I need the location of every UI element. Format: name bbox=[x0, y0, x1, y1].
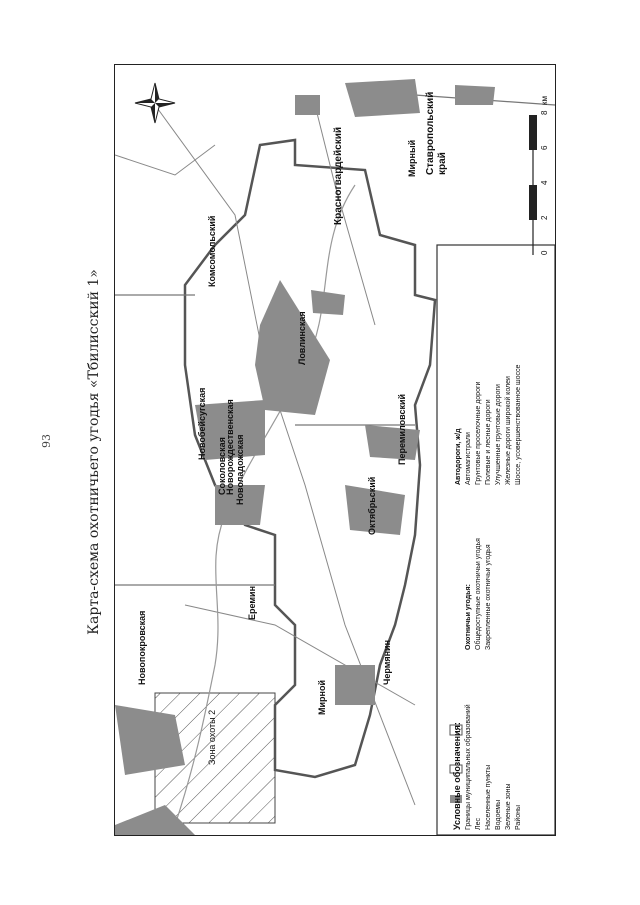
hunting-ground-boundary bbox=[183, 138, 437, 779]
map-canvas: МирныйКомсомольскийЛовлинскаяНовобейсугс… bbox=[115, 79, 555, 835]
legend-item-4: Водоемы bbox=[495, 800, 502, 830]
hatched-zone-label: Зона охоты 2 bbox=[207, 710, 217, 765]
legend-swatch-hatch bbox=[449, 724, 463, 736]
page-number: 93 bbox=[40, 434, 53, 448]
settlement-blocks bbox=[115, 79, 495, 835]
legend-item-11: Грунтовые проселочные дороги bbox=[475, 381, 482, 485]
scale-tick-label: 6 bbox=[540, 145, 549, 150]
legend-swatch-forest bbox=[449, 764, 463, 774]
settlement-label: Комсомольский bbox=[207, 216, 217, 287]
scale-tick-label: 0 bbox=[540, 250, 549, 255]
legend-box bbox=[436, 244, 555, 835]
legend-item-14: Железные дороги широкой колеи bbox=[504, 376, 512, 485]
legend-swatch-settlement bbox=[450, 795, 462, 803]
legend-item-0: Условные обозначения: bbox=[452, 722, 462, 830]
settlement-label: Новорождественская bbox=[225, 399, 235, 495]
settlement-label: Еремин bbox=[247, 586, 257, 620]
scale-bar-icon bbox=[529, 115, 537, 255]
settlement-label: Новобейсугская bbox=[197, 388, 207, 460]
settlement-label: Мирный bbox=[407, 140, 417, 177]
district-boundary bbox=[115, 94, 555, 586]
region-label-stavropol: Ставропольскийкрай bbox=[425, 92, 448, 175]
compass-rose-icon bbox=[134, 82, 176, 124]
settlement-label: Чермянин bbox=[382, 640, 392, 685]
legend-item-15: Шоссе, усовершенствованное шоссе bbox=[515, 364, 522, 485]
scale-tick-label: 4 bbox=[540, 180, 549, 185]
legend-item-1: Границы муниципальных образований bbox=[464, 704, 472, 830]
legend-item-5: Зеленые зоны bbox=[505, 783, 512, 830]
scale-tick-label: 8 bbox=[540, 110, 549, 115]
legend-item-7: Общедоступные охотничьи угодья bbox=[474, 538, 482, 650]
legend-item-13: Улучшенные грунтовые дороги bbox=[495, 384, 502, 485]
settlement-label: Новопокровская bbox=[137, 611, 147, 685]
legend-item-16: Районы bbox=[514, 805, 522, 830]
settlement-label: Соколовская bbox=[217, 437, 227, 495]
road-line bbox=[115, 104, 416, 806]
scale-unit-label: км bbox=[540, 96, 549, 105]
settlement-label: Мирной bbox=[317, 680, 327, 715]
legend-item-2: Лес bbox=[475, 818, 482, 830]
scale-tick-label: 2 bbox=[540, 215, 549, 220]
settlement-label: Перемиловский bbox=[397, 394, 407, 465]
region-label-krasnogvardeisky: Красногвардейский bbox=[333, 127, 344, 225]
legend-item-9: Автодороги, ж/д bbox=[455, 428, 462, 485]
settlement-label: Октябрьский bbox=[367, 477, 377, 535]
legend-item-10: Автомагистрали bbox=[465, 432, 472, 485]
legend-item-12: Полевые и лесные дороги bbox=[485, 399, 492, 485]
settlement-label: Ловлинская bbox=[297, 311, 307, 365]
map-title: Карта-схема охотничьего угодья «Тбилисск… bbox=[86, 269, 102, 635]
settlement-label: Новоладожская bbox=[235, 434, 245, 505]
map-labels: МирныйКомсомольскийЛовлинскаяНовобейсугс… bbox=[137, 92, 549, 830]
legend-item-8: Закрепленные охотничьи угодья bbox=[485, 544, 492, 650]
legend-item-6: Охотничьи угодья: bbox=[465, 584, 472, 650]
legend-item-3: Населенные пункты bbox=[485, 765, 492, 830]
